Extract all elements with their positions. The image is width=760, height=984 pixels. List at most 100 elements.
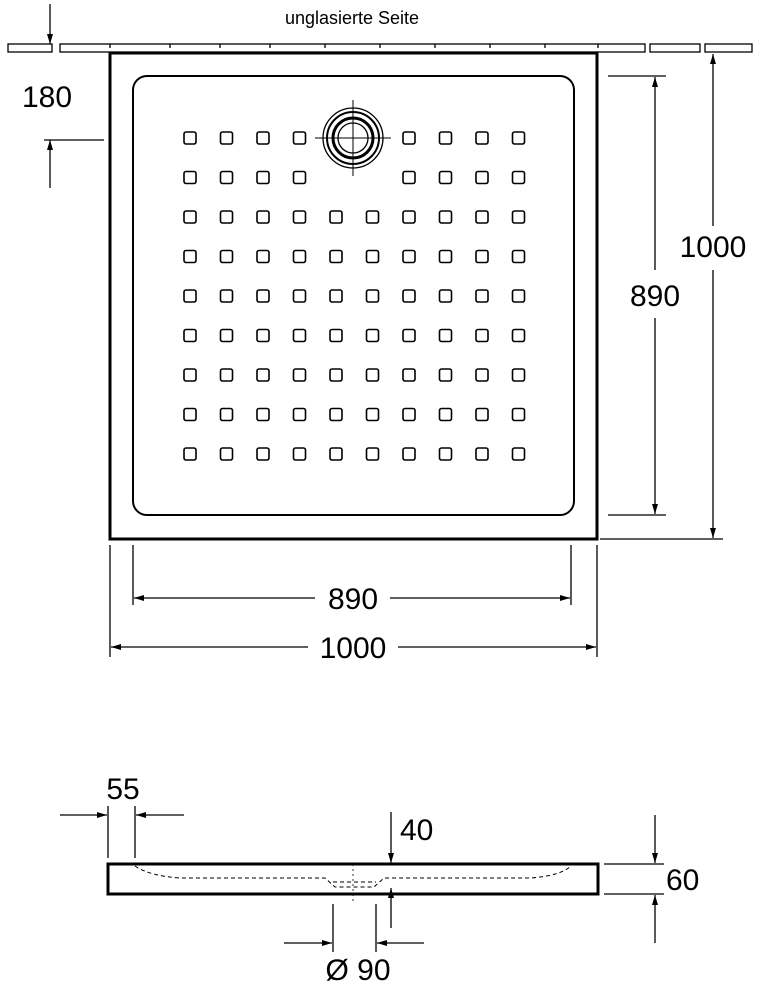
- outer-height-dimension: 1000: [600, 54, 746, 540]
- anti-slip-hole: [438, 131, 453, 145]
- anti-slip-hole: [329, 447, 343, 461]
- anti-slip-hole: [511, 447, 526, 461]
- inner-width-value: 890: [328, 583, 378, 616]
- anti-slip-hole: [183, 170, 197, 185]
- anti-slip-hole: [183, 210, 197, 224]
- wall-strip: [7, 43, 753, 53]
- tray-inner-basin: [132, 75, 575, 516]
- anti-slip-hole: [511, 249, 526, 264]
- anti-slip-hole: [219, 289, 234, 303]
- anti-slip-hole: [183, 328, 197, 343]
- anti-slip-hole: [438, 289, 453, 303]
- anti-slip-hole: [329, 249, 343, 264]
- tray-side-view: [106, 862, 600, 902]
- anti-slip-hole: [438, 249, 453, 264]
- anti-slip-hole: [438, 328, 453, 343]
- depth-dimension: 40: [388, 812, 433, 928]
- anti-slip-hole: [292, 210, 307, 224]
- anti-slip-hole: [402, 170, 416, 185]
- anti-slip-hole: [475, 447, 489, 461]
- edge-offset-dimension: 180: [22, 4, 104, 188]
- anti-slip-hole: [183, 368, 197, 382]
- anti-slip-hole: [365, 249, 380, 264]
- outer-width-value: 1000: [320, 632, 387, 665]
- anti-slip-hole: [365, 210, 380, 224]
- anti-slip-hole: [475, 407, 489, 422]
- anti-slip-hole: [475, 210, 489, 224]
- anti-slip-hole: [219, 328, 234, 343]
- drain-hole: [315, 100, 391, 176]
- edge-offset-value: 180: [22, 81, 72, 114]
- anti-slip-hole: [329, 210, 343, 224]
- anti-slip-hole: [438, 407, 453, 422]
- anti-slip-hole: [292, 249, 307, 264]
- anti-slip-hole: [402, 249, 416, 264]
- anti-slip-hole: [511, 210, 526, 224]
- depth-value: 40: [400, 814, 433, 847]
- drain-diameter-dimension: Ø 90: [284, 904, 424, 984]
- inner-height-dimension: 890: [608, 75, 680, 516]
- tray-top-view: [108, 51, 599, 541]
- anti-slip-hole: [183, 131, 197, 145]
- anti-slip-hole: [511, 368, 526, 382]
- anti-slip-hole: [256, 447, 270, 461]
- anti-slip-hole: [438, 447, 453, 461]
- anti-slip-hole: [329, 328, 343, 343]
- anti-slip-hole: [256, 289, 270, 303]
- anti-slip-hole: [219, 447, 234, 461]
- height-dimension: 60: [604, 815, 699, 943]
- anti-slip-hole: [219, 210, 234, 224]
- anti-slip-hole: [219, 131, 234, 145]
- anti-slip-hole: [292, 407, 307, 422]
- height-value: 60: [666, 864, 699, 897]
- tray-outer-outline: [108, 51, 599, 541]
- anti-slip-hole: [511, 407, 526, 422]
- anti-slip-hole: [475, 170, 489, 185]
- anti-slip-hole: [183, 407, 197, 422]
- anti-slip-hole: [183, 289, 197, 303]
- rim-width-value: 55: [106, 773, 139, 806]
- anti-slip-hole: [511, 170, 526, 185]
- anti-slip-hole: [402, 210, 416, 224]
- anti-slip-hole: [292, 289, 307, 303]
- anti-slip-hole: [292, 368, 307, 382]
- anti-slip-hole: [402, 447, 416, 461]
- basin-profile: [134, 865, 572, 888]
- anti-slip-hole: [219, 368, 234, 382]
- anti-slip-hole: [511, 289, 526, 303]
- anti-slip-hole: [256, 210, 270, 224]
- anti-slip-hole: [329, 407, 343, 422]
- anti-slip-hole: [365, 289, 380, 303]
- anti-slip-hole: [183, 249, 197, 264]
- drain-diameter-value: Ø 90: [325, 954, 390, 984]
- anti-slip-hole: [329, 368, 343, 382]
- anti-slip-hole: [292, 131, 307, 145]
- anti-slip-hole: [256, 328, 270, 343]
- anti-slip-hole: [365, 328, 380, 343]
- anti-slip-hole: [219, 249, 234, 264]
- anti-slip-hole: [511, 131, 526, 145]
- anti-slip-hole: [329, 289, 343, 303]
- anti-slip-hole: [365, 447, 380, 461]
- anti-slip-hole: [219, 170, 234, 185]
- anti-slip-hole: [402, 368, 416, 382]
- anti-slip-hole: [438, 210, 453, 224]
- anti-slip-hole: [183, 447, 197, 461]
- anti-slip-hole-grid: [183, 131, 526, 461]
- anti-slip-hole: [292, 170, 307, 185]
- anti-slip-hole: [438, 170, 453, 185]
- outer-width-dimension: 1000: [109, 545, 598, 665]
- anti-slip-hole: [402, 407, 416, 422]
- inner-width-dimension: 890: [132, 545, 572, 616]
- anti-slip-hole: [256, 368, 270, 382]
- anti-slip-hole: [402, 289, 416, 303]
- inner-height-value: 890: [630, 280, 680, 313]
- anti-slip-hole: [292, 328, 307, 343]
- anti-slip-hole: [402, 131, 416, 145]
- anti-slip-hole: [475, 289, 489, 303]
- anti-slip-hole: [402, 328, 416, 343]
- anti-slip-hole: [256, 131, 270, 145]
- anti-slip-hole: [256, 170, 270, 185]
- anti-slip-hole: [438, 368, 453, 382]
